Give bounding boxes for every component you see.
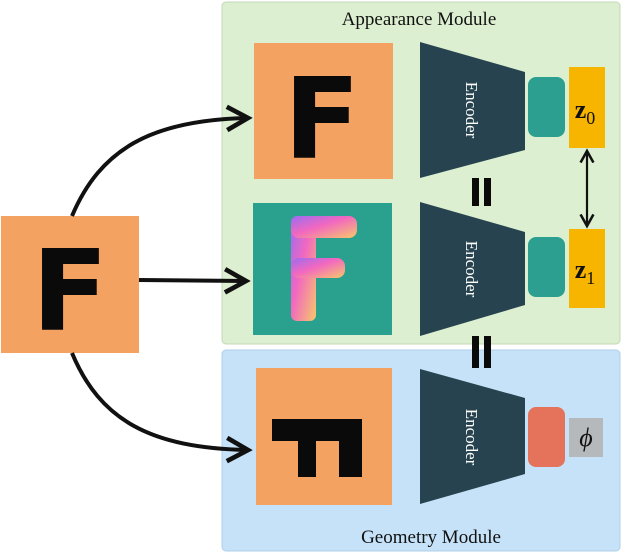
encoder-1-label: Encoder [462,241,481,298]
equal-sign-geometry [472,336,491,368]
encoder-0 [420,42,525,178]
latent-z1-subscript: 1 [586,268,595,288]
latent-phi [569,418,603,457]
encoder-2-label: Encoder [462,409,481,466]
branch0-letter: F [284,55,361,185]
encoder-1 [420,202,525,336]
encoder-1-output [528,237,565,297]
latent-z1-label: z1 [575,255,596,288]
latent-z0-symbol: z [575,95,587,124]
encoder-2-output [528,407,565,467]
arrow-to-geometry [70,352,248,450]
geometry-module-title: Geometry Module [361,527,501,548]
latent-z1-symbol: z [575,255,587,284]
appearance-module-title: Appearance Module [342,9,497,30]
input-letter: F [32,227,109,357]
input-image [1,216,139,353]
latent-z1 [569,229,605,308]
encoder-0-output [528,77,565,137]
latent-z0-subscript: 0 [586,108,595,128]
branch2-rotated-letter [272,419,362,477]
branch1-gradient-letter [291,216,357,321]
arrow-to-appearance-0 [70,118,248,217]
arrow-to-appearance-1 [138,280,246,281]
equal-sign-appearance [472,178,491,206]
latent-z0-label: z0 [575,95,596,128]
encoder-0-label: Encoder [462,82,481,139]
encoder-2 [420,369,525,504]
branch0-image [254,43,393,179]
latent-phi-label: ϕ [579,423,592,452]
latent-z0 [569,67,605,148]
